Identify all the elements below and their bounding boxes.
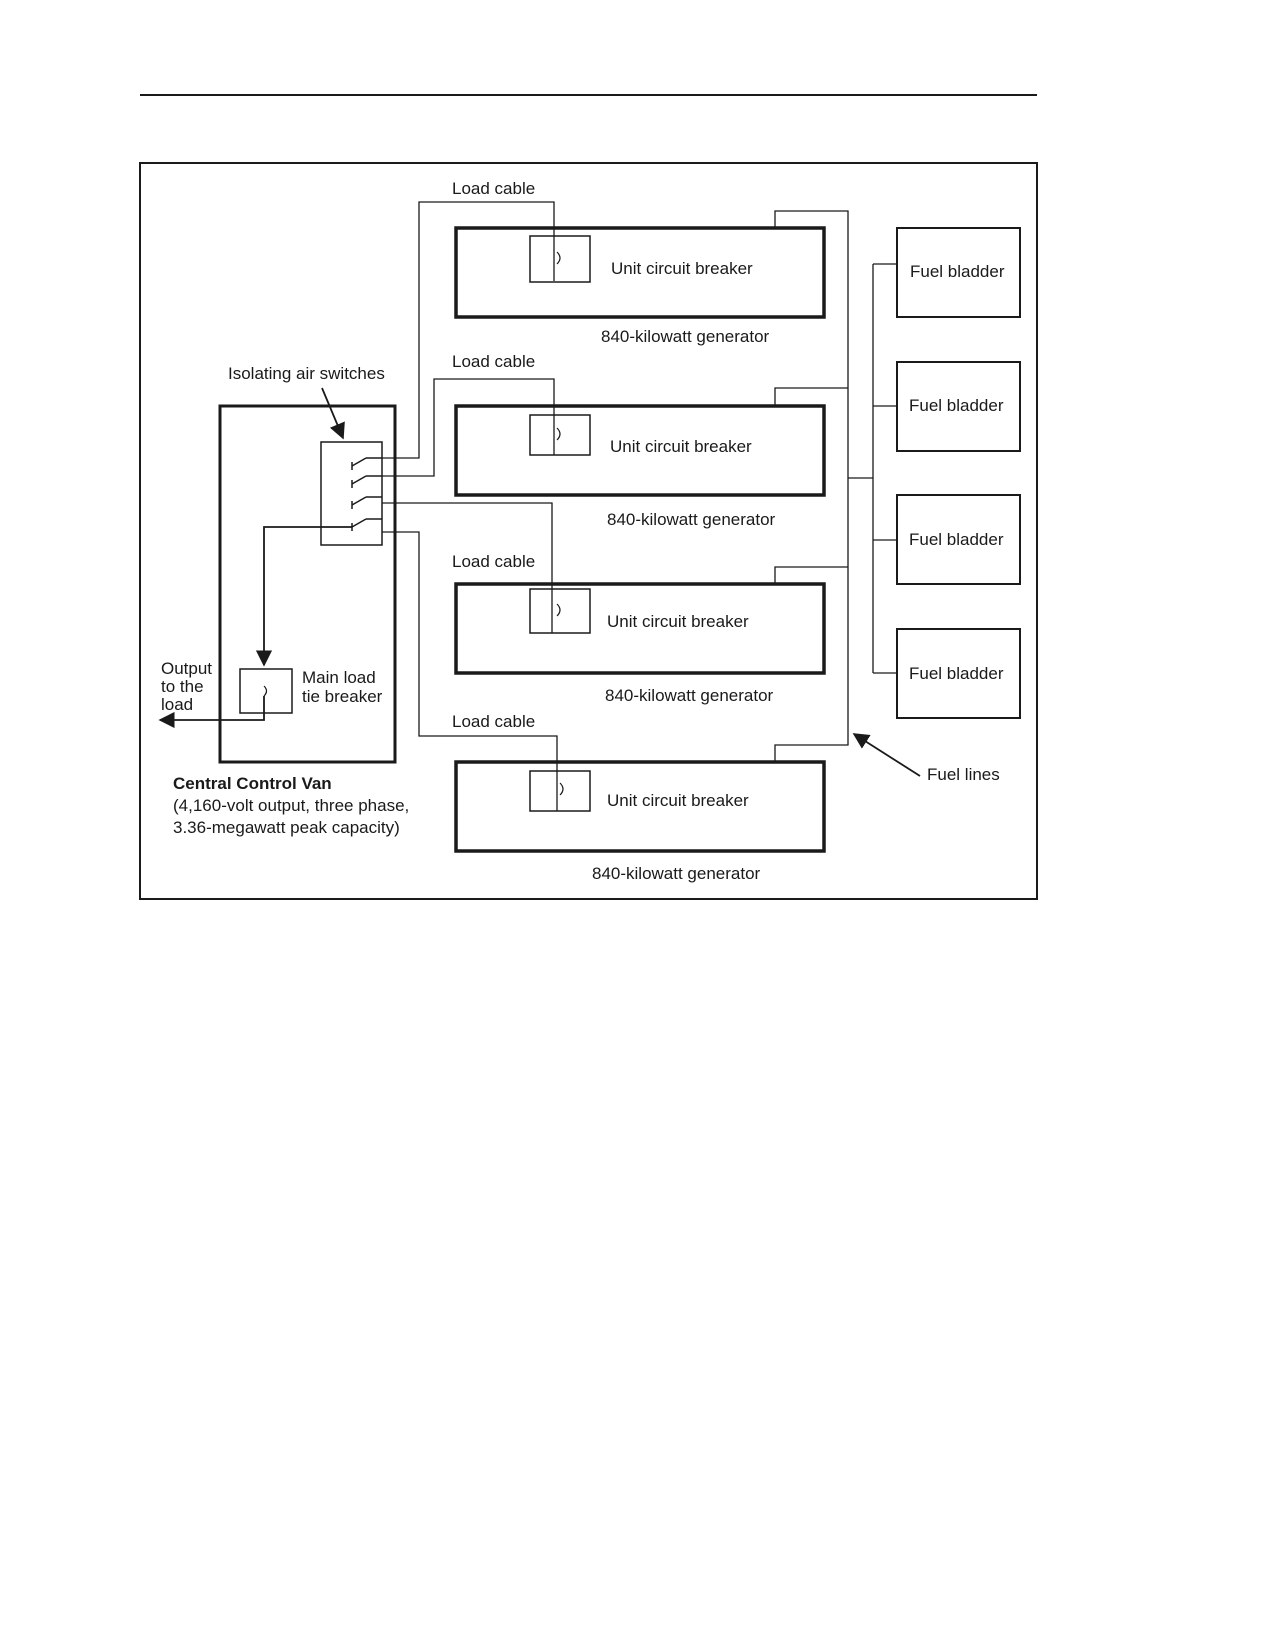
load-cable-label-1: Load cable xyxy=(452,179,535,198)
isolating-switch-box xyxy=(320,441,383,546)
unit-breaker-label-2: Unit circuit breaker xyxy=(610,437,752,456)
unit-breaker-box-3 xyxy=(529,588,591,634)
load-cable-label-3: Load cable xyxy=(452,552,535,571)
unit-breaker-box-1 xyxy=(529,235,591,283)
fuel-bladder-label-4: Fuel bladder xyxy=(909,664,1004,683)
van-title: Central Control Van xyxy=(173,774,332,793)
fuel-bladder-box-2 xyxy=(896,361,1021,452)
generator-label-3: 840-kilowatt generator xyxy=(605,686,774,705)
switch-contacts xyxy=(351,457,382,531)
unit-breaker-box-4 xyxy=(529,770,591,812)
van-specs-line-1: (4,160-volt output, three phase, xyxy=(173,796,409,815)
output-label-line-1: Output xyxy=(161,659,212,678)
unit-breaker-box-2 xyxy=(529,414,591,456)
generator-label-4: 840-kilowatt generator xyxy=(592,864,761,883)
fuel-bladder-box-1 xyxy=(896,227,1021,318)
central-control-van-box xyxy=(218,404,397,764)
generator-label-1: 840-kilowatt generator xyxy=(601,327,770,346)
main-breaker-label-line-2: tie breaker xyxy=(302,687,383,706)
generator-box-3 xyxy=(454,582,826,675)
generator-box-1 xyxy=(454,226,826,319)
generator-label-2: 840-kilowatt generator xyxy=(607,510,776,529)
output-label-line-2: to the xyxy=(161,677,204,696)
fuel-bladder-label-2: Fuel bladder xyxy=(909,396,1004,415)
fuel-lines-pointer xyxy=(852,733,921,777)
fuel-bladder-label-3: Fuel bladder xyxy=(909,530,1004,549)
unit-breaker-label-1: Unit circuit breaker xyxy=(611,259,753,278)
output-line xyxy=(158,696,265,729)
fuel-bladder-label-1: Fuel bladder xyxy=(910,262,1005,281)
fuel-lines xyxy=(774,210,897,762)
isolating-switches-label: Isolating air switches xyxy=(228,364,385,383)
load-cable-1 xyxy=(382,201,555,459)
van-specs-line-2: 3.36-megawatt peak capacity) xyxy=(173,818,400,837)
load-cable-label-4: Load cable xyxy=(452,712,535,731)
fuel-lines-label: Fuel lines xyxy=(927,765,1000,784)
figure-frame xyxy=(139,162,1038,900)
unit-breaker-label-4: Unit circuit breaker xyxy=(607,791,749,810)
isolating-switches-pointer xyxy=(321,387,345,440)
main-load-tie-breaker-box xyxy=(239,668,293,714)
generator-box-2 xyxy=(454,404,826,497)
fuel-bladder-box-3 xyxy=(896,494,1021,585)
main-breaker-label-line-1: Main load xyxy=(302,668,376,687)
fuel-bladder-box-4 xyxy=(896,628,1021,719)
unit-breaker-label-3: Unit circuit breaker xyxy=(607,612,749,631)
output-label-line-3: load xyxy=(161,695,193,714)
generator-box-4 xyxy=(454,760,826,853)
van-internal-feed xyxy=(255,526,352,667)
load-cable-2 xyxy=(382,378,555,477)
load-cable-label-2: Load cable xyxy=(452,352,535,371)
